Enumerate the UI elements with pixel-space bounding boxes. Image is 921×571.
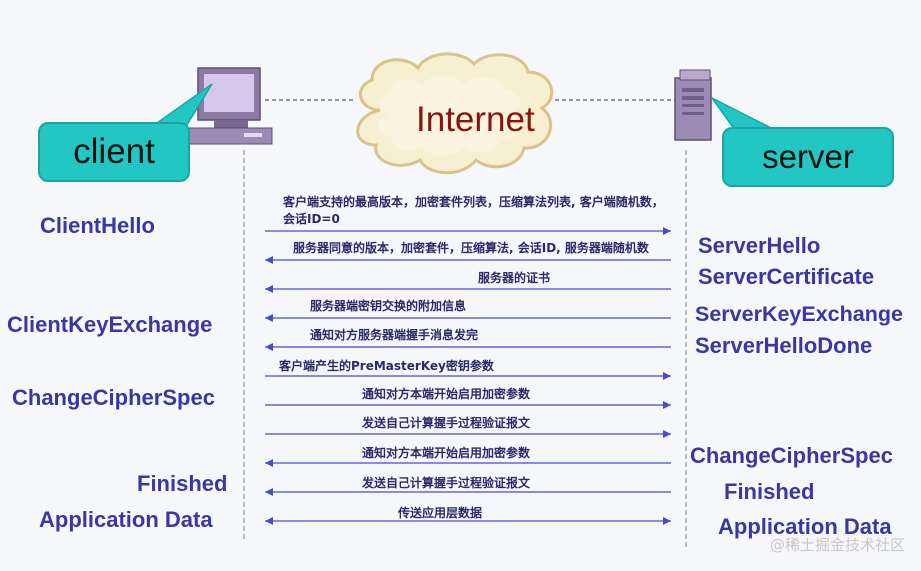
client-step-3: Finished xyxy=(137,471,228,496)
server-step-5: Finished xyxy=(724,479,815,504)
message-arrow-2 xyxy=(265,285,671,293)
server-step-4: ChangeCipherSpec xyxy=(690,443,893,468)
message-0-text: 客户端支持的最高版本，加密套件列表，压缩算法列表, 客户端随机数，会话ID=0 xyxy=(283,195,664,226)
message-4-text: 通知对方服务器端握手消息发完 xyxy=(310,328,479,342)
message-8-text: 通知对方本端开始启用加密参数 xyxy=(362,446,531,460)
message-arrow-9 xyxy=(265,488,671,496)
server-step-1: ServerCertificate xyxy=(698,264,875,289)
client-computer-icon xyxy=(187,67,273,145)
server-bubble: server xyxy=(722,127,894,187)
server-step-3: ServerHelloDone xyxy=(695,333,873,358)
message-arrow-10 xyxy=(265,517,671,525)
message-arrow-4 xyxy=(265,343,671,351)
message-arrow-7 xyxy=(265,430,671,438)
client-step-4: Application Data xyxy=(39,507,213,532)
internet-cloud-icon xyxy=(356,52,554,175)
message-9-text: 发送自己计算握手过程验证报文 xyxy=(362,476,531,490)
client-step-0: ClientHello xyxy=(40,213,155,238)
message-2-text: 服务器的证书 xyxy=(478,271,551,285)
server-step-6: Application Data xyxy=(718,514,892,539)
server-label: server xyxy=(762,138,854,175)
message-arrow-5 xyxy=(265,372,671,380)
client-bubble: client xyxy=(38,122,190,182)
message-7-text: 发送自己计算握手过程验证报文 xyxy=(362,416,531,430)
message-arrow-0 xyxy=(265,227,671,235)
client-label: client xyxy=(73,132,155,171)
message-arrow-8 xyxy=(265,459,671,467)
message-10-text: 传送应用层数据 xyxy=(398,506,483,520)
internet-label: Internet xyxy=(416,100,535,139)
message-3-text: 服务器端密钥交换的附加信息 xyxy=(310,299,467,313)
client-step-1: ClientKeyExchange xyxy=(7,312,213,337)
message-arrow-6 xyxy=(265,401,671,409)
message-6-text: 通知对方本端开始启用加密参数 xyxy=(362,387,531,401)
watermark: @稀土掘金技术社区 xyxy=(769,536,905,554)
message-5-text: 客户端产生的PreMasterKey密钥参数 xyxy=(279,359,494,373)
server-step-0: ServerHello xyxy=(698,233,821,258)
server-tower-icon xyxy=(674,69,712,141)
server-bubble-pointer xyxy=(711,97,776,131)
message-arrows xyxy=(265,227,671,525)
message-arrow-3 xyxy=(265,314,671,322)
message-arrow-1 xyxy=(265,256,671,264)
server-step-2: ServerKeyExchange xyxy=(695,302,903,326)
message-1-text: 服务器同意的版本，加密套件，压缩算法, 会话ID, 服务器端随机数 xyxy=(293,241,649,255)
client-step-2: ChangeCipherSpec xyxy=(12,385,215,410)
